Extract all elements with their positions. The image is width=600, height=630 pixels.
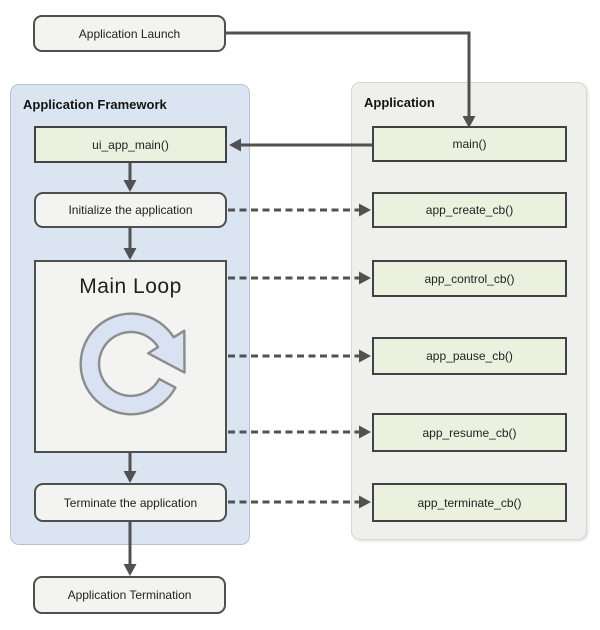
app-control-cb-label: app_control_cb() — [424, 271, 515, 286]
callback-node-app-control-cb: app_control_cb() — [372, 260, 567, 297]
app-terminate-cb-label: app_terminate_cb() — [417, 495, 522, 510]
arrow-main-to-ui-app-main — [229, 138, 372, 152]
application-panel-title: Application — [364, 95, 435, 110]
app-launch-node: Application Launch — [33, 15, 226, 52]
main-loop-label: Main Loop — [79, 275, 182, 298]
dashed-arrow-loop-to-control-cb — [228, 271, 371, 285]
app-termination-node: Application Termination — [33, 576, 226, 614]
callback-node-app-terminate-cb: app_terminate_cb() — [372, 483, 567, 522]
callback-node-app-pause-cb: app_pause_cb() — [372, 337, 567, 375]
callback-node-app-create-cb: app_create_cb() — [372, 192, 567, 228]
initialize-label: Initialize the application — [68, 203, 193, 217]
loop-icon — [71, 304, 191, 424]
app-pause-cb-label: app_pause_cb() — [426, 349, 513, 363]
arrow-initialize-to-main-loop — [123, 228, 137, 260]
arrow-main-loop-to-terminate — [123, 453, 137, 483]
dashed-arrow-terminate-to-terminate-cb — [228, 495, 371, 509]
arrow-ui-app-main-to-initialize — [123, 163, 137, 192]
framework-panel-title: Application Framework — [23, 97, 167, 112]
main-node: main() — [372, 126, 567, 162]
arrow-terminate-to-termination — [123, 522, 137, 576]
arrow-launch-to-main — [226, 31, 476, 128]
initialize-node: Initialize the application — [34, 192, 227, 228]
terminate-label: Terminate the application — [63, 495, 198, 510]
dashed-arrow-loop-to-resume-cb — [228, 425, 371, 439]
callback-node-app-resume-cb: app_resume_cb() — [372, 413, 567, 452]
dashed-arrow-initialize-to-create-cb — [228, 203, 371, 217]
app-termination-label: Application Termination — [67, 588, 192, 602]
ui-app-main-node: ui_app_main() — [34, 126, 227, 163]
app-launch-label: Application Launch — [78, 26, 181, 41]
app-resume-cb-label: app_resume_cb() — [422, 425, 517, 440]
main-label: main() — [452, 137, 487, 151]
terminate-node: Terminate the application — [34, 483, 227, 522]
dashed-arrow-loop-to-pause-cb — [228, 349, 371, 363]
app-create-cb-label: app_create_cb() — [425, 203, 514, 217]
ui-app-main-label: ui_app_main() — [92, 137, 169, 152]
main-loop-node: Main Loop — [34, 260, 227, 453]
